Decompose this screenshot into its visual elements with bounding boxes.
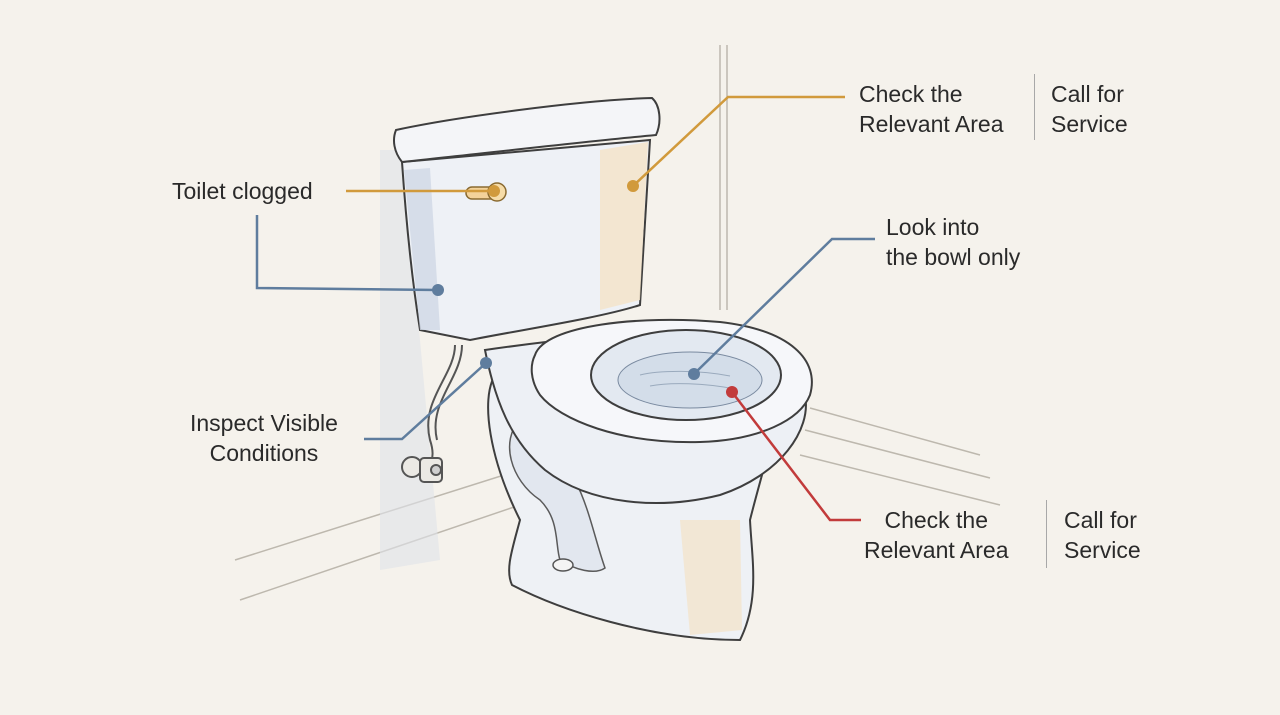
leader-tank-side xyxy=(255,215,439,292)
label-inspect-visible-conditions: Inspect Visible Conditions xyxy=(190,410,338,466)
room-lines xyxy=(234,45,1001,601)
divider-bottom xyxy=(1046,500,1047,568)
dot-inspect xyxy=(480,357,492,369)
label-bottom-check-area: Check the Relevant Area xyxy=(864,507,1009,563)
pedestal-highlight xyxy=(680,520,742,635)
leader-look-into xyxy=(693,237,875,375)
label-top-check-area: Check the Relevant Area xyxy=(859,81,1004,137)
divider-top xyxy=(1034,74,1035,140)
dot-bowl-water xyxy=(688,368,700,380)
dot-tank-side xyxy=(432,284,444,296)
label-look-into-bowl: Look into the bowl only xyxy=(886,214,1021,270)
label-bottom-call-service: Call for Service xyxy=(1064,507,1141,563)
water-ripples xyxy=(639,370,736,390)
dot-top-right xyxy=(627,180,639,192)
leader-inspect xyxy=(364,362,487,441)
supply-valve xyxy=(401,344,463,483)
label-toilet-clogged: Toilet clogged xyxy=(172,178,313,204)
label-top-call-service: Call for Service xyxy=(1051,81,1128,137)
leader-bottom-right xyxy=(731,391,861,522)
dot-bowl-rim xyxy=(726,386,738,398)
bowl-water xyxy=(617,351,763,409)
base-bolt-cap xyxy=(552,558,574,572)
tank-lid xyxy=(393,96,661,164)
leader-top-right xyxy=(632,95,845,187)
dot-flush-handle xyxy=(488,185,500,197)
